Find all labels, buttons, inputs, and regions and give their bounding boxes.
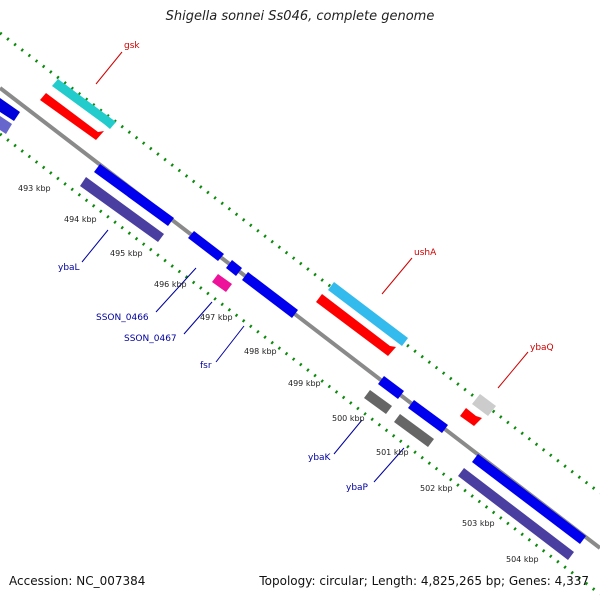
gene-label-ybaq: ybaQ (530, 343, 554, 353)
kbp-label: 501 kbp (376, 448, 409, 457)
gene-usha-red-arrow[interactable] (316, 294, 396, 356)
kbp-label: 502 kbp (420, 484, 453, 493)
kbp-label: 494 kbp (64, 215, 97, 224)
gene-ybal-purple-arrow[interactable] (80, 177, 164, 242)
leader-gsk (95, 51, 123, 85)
gene-label-ssson0467: SSON_0467 (124, 334, 177, 344)
kbp-label: 498 kbp (244, 347, 277, 356)
kbp-label: 499 kbp (288, 379, 321, 388)
kbp-label: 493 kbp (18, 184, 51, 193)
gene-ybak-grey-arrow[interactable] (364, 390, 392, 414)
gene-ybal-blue-arrow[interactable] (94, 164, 174, 226)
inner-tick-track (0, 132, 600, 596)
gene-ybak-blue-arrow[interactable] (378, 376, 404, 399)
gene-small-blue-arrow[interactable] (226, 260, 242, 276)
leader-fsr (215, 325, 245, 363)
gene-left-blue-arrow[interactable] (0, 98, 20, 121)
leader-ybaq (497, 351, 529, 389)
gene-ybaq-red-arrow[interactable] (460, 408, 482, 426)
leader-ybal (81, 229, 109, 263)
gene-left-purple-arrow[interactable] (0, 116, 12, 134)
gene-end-blue-arrow[interactable] (472, 454, 586, 544)
gene-fsr-blue-arrow[interactable] (242, 272, 298, 318)
gene-ybaq-grey-arrow[interactable] (472, 394, 496, 416)
kbp-label: 504 kbp (506, 555, 539, 564)
leader-ssson0467 (183, 301, 213, 335)
gene-ssson0467-magenta-arrow[interactable] (212, 274, 232, 292)
gene-label-ybak: ybaK (308, 453, 332, 463)
gene-label-gsk: gsk (124, 41, 140, 51)
kbp-label: 497 kbp (200, 313, 233, 322)
gene-label-usha: ushA (414, 248, 437, 258)
kbp-label: 495 kbp (110, 249, 143, 258)
gene-label-ssson0466: SSON_0466 (96, 313, 149, 323)
kbp-label: 496 kbp (154, 280, 187, 289)
gene-gsk-red-arrow[interactable] (40, 93, 104, 140)
gene-label-ybap: ybaP (346, 483, 369, 493)
map-title: Shigella sonnei Ss046, complete genome (165, 9, 435, 24)
kbp-label: 503 kbp (462, 519, 495, 528)
leader-ybak (333, 419, 363, 455)
gene-ybap-grey-arrow[interactable] (394, 414, 434, 447)
leader-ssson0466 (155, 267, 197, 313)
topology-label: Topology: circular; Length: 4,825,265 bp… (259, 574, 589, 588)
outer-tick-track (0, 31, 600, 495)
leader-ybap (373, 447, 405, 483)
leader-usha (381, 257, 413, 295)
accession-label: Accession: NC_007384 (9, 574, 146, 588)
gene-ssson0466-blue-arrow[interactable] (188, 231, 224, 261)
gene-gsk-cyan-arrow[interactable] (52, 79, 116, 129)
gene-label-ybal: ybaL (58, 263, 80, 273)
gene-usha-cyan-arrow[interactable] (328, 282, 408, 346)
kbp-label: 500 kbp (332, 414, 365, 423)
gene-end-purple-arrow[interactable] (458, 468, 574, 560)
gene-ybap-blue-arrow[interactable] (408, 400, 448, 433)
gene-label-fsr: fsr (200, 361, 212, 371)
